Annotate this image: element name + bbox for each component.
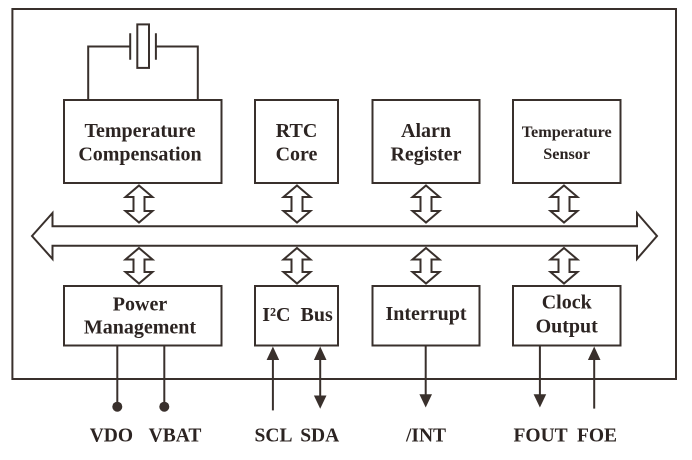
svg-text:FOUT: FOUT: [514, 426, 568, 447]
svg-text:SCL: SCL: [255, 426, 293, 447]
svg-text:Register: Register: [390, 143, 461, 165]
svg-text:Sensor: Sensor: [543, 145, 590, 163]
svg-text:Power: Power: [113, 293, 168, 315]
svg-text:Temperature: Temperature: [522, 123, 612, 141]
svg-text:Temperature: Temperature: [84, 120, 195, 142]
svg-text:Alarn: Alarn: [401, 120, 451, 142]
svg-text:Management: Management: [84, 317, 197, 339]
svg-text:Interrupt: Interrupt: [385, 303, 466, 325]
svg-text:FOE: FOE: [577, 426, 617, 447]
svg-text:VDO: VDO: [90, 426, 133, 447]
svg-text:Compensation: Compensation: [78, 143, 201, 165]
svg-text:SDA: SDA: [300, 426, 339, 447]
svg-text:I²C Bus: I²C Bus: [262, 304, 333, 326]
svg-text:VBAT: VBAT: [149, 426, 202, 447]
svg-text:Clock: Clock: [542, 291, 593, 313]
svg-text:Core: Core: [276, 143, 318, 165]
svg-text:/INT: /INT: [405, 426, 446, 447]
svg-text:RTC: RTC: [276, 120, 318, 142]
svg-text:Output: Output: [536, 316, 599, 338]
